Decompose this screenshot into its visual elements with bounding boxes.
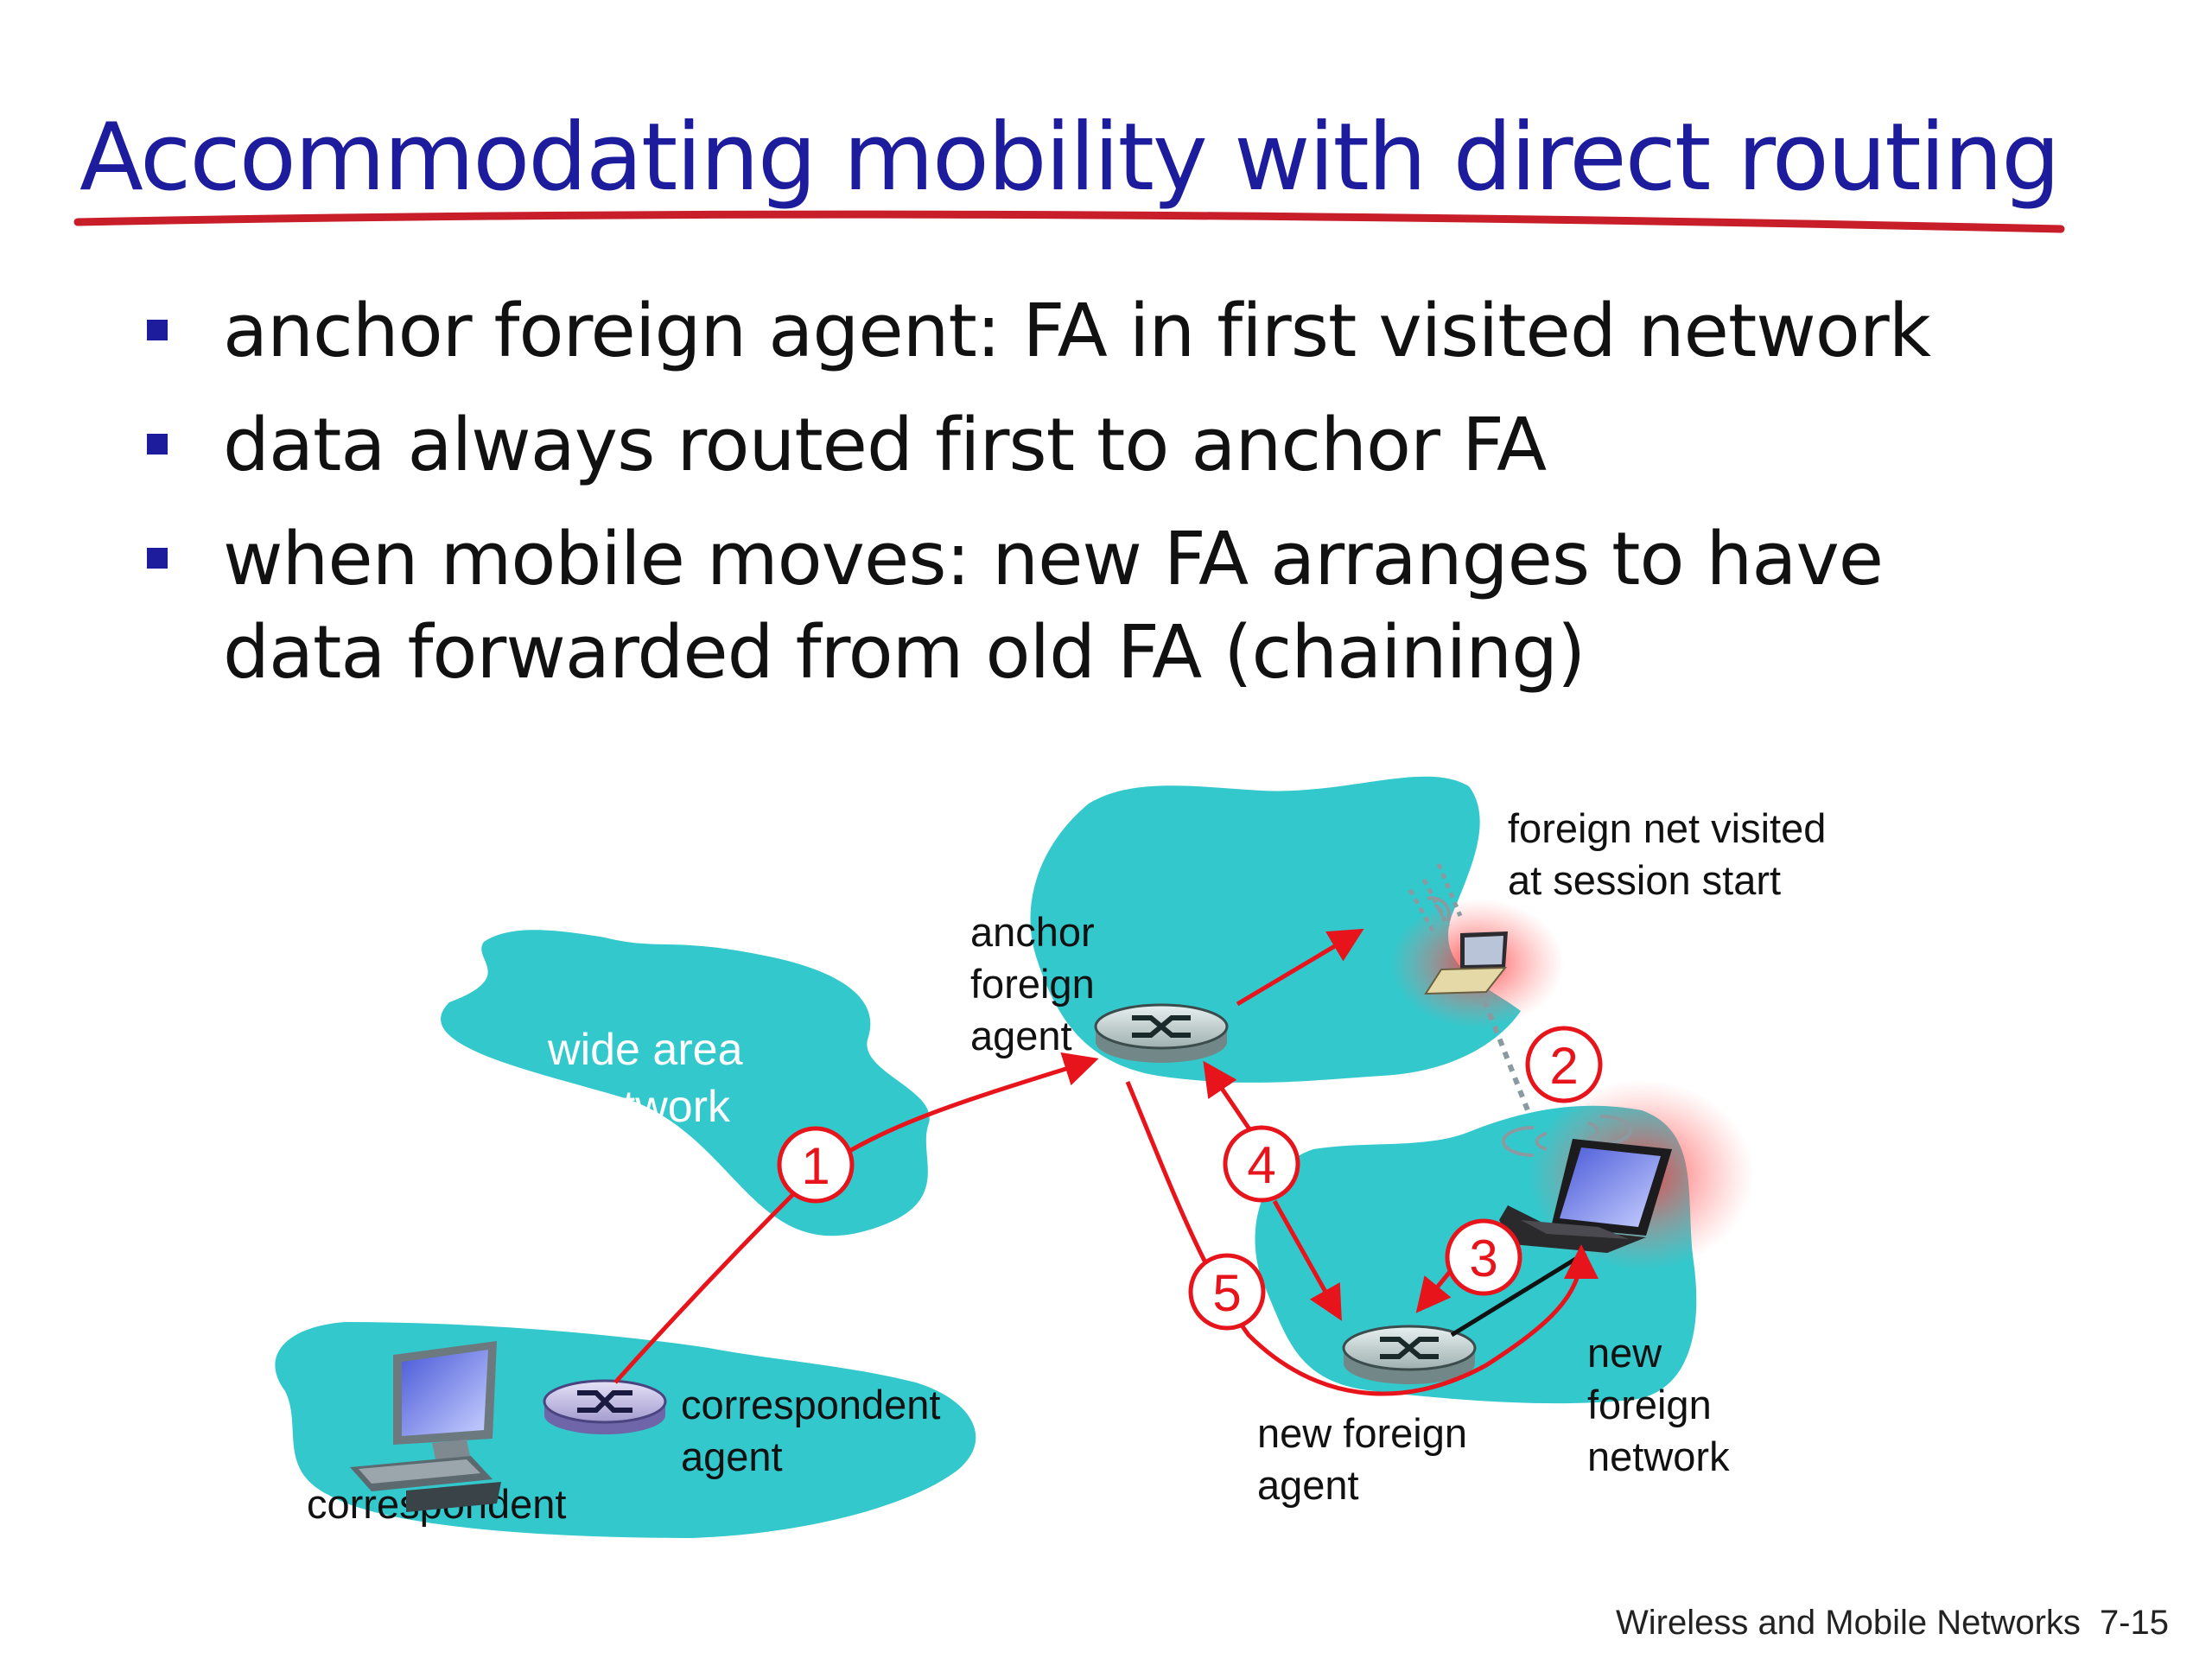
slide-footer: Wireless and Mobile Networks 7-15 — [1616, 1604, 2169, 1643]
bullet-text: when mobile moves: new FA arranges to ha… — [223, 517, 1884, 602]
new-foreign-agent-router-icon — [1342, 1325, 1477, 1384]
new-mobile-laptop-icon — [1499, 1139, 1672, 1253]
svg-text:2: 2 — [1549, 1037, 1578, 1095]
new-fa-wireless-link — [1450, 1250, 1587, 1338]
bullet-item: anchor foreign agent: FA in first visite… — [138, 285, 1931, 378]
correspondent-agent-router-icon — [543, 1379, 667, 1434]
wan-label: wide area network — [547, 1025, 755, 1132]
step-3-marker: 3 — [1445, 1218, 1522, 1296]
desktop-computer-icon — [350, 1341, 501, 1512]
svg-text:5: 5 — [1212, 1264, 1241, 1322]
svg-text:1: 1 — [801, 1137, 830, 1195]
arrow-5-forward-to-new-mobile — [1125, 1081, 1599, 1396]
bullet-marker — [147, 548, 168, 569]
footer-text: Wireless and Mobile Networks — [1615, 1604, 2081, 1642]
slide-title: Accommodating mobility with direct routi… — [79, 104, 2061, 212]
step-5-marker: 5 — [1188, 1253, 1266, 1331]
anchor-foreign-agent-label: anchor foreign agent — [970, 909, 1106, 1058]
anchor-foreign-agent-router-icon — [1094, 1003, 1229, 1063]
bullet-item: data always routed first to anchor FA — [138, 399, 1930, 493]
bullet-text-continued: data forwarded from old FA (chaining) — [223, 610, 1586, 696]
step-1-marker: 1 — [777, 1126, 855, 1204]
wireless-signal-icon — [1427, 896, 1632, 1157]
arrow-4-to-new-fa — [1272, 1199, 1342, 1321]
new-foreign-network-label: new foreign network — [1587, 1330, 1730, 1479]
bullet-text: anchor foreign agent: FA in first visite… — [223, 289, 1931, 374]
bullet-item: when mobile moves: new FA arranges to ha… — [138, 513, 1930, 700]
arrow-anchor-to-old-mobile — [1236, 928, 1364, 1007]
correspondent-agent-label: correspondent agent — [681, 1382, 952, 1479]
bullet-text: data always routed first to anchor FA — [223, 403, 1547, 488]
wireless-signal-icon — [1408, 863, 1463, 935]
bullet-marker — [147, 320, 168, 340]
page-number: 7-15 — [2099, 1604, 2169, 1642]
step-2-marker: 2 — [1525, 1026, 1603, 1103]
old-mobile-laptop-icon — [1424, 931, 1508, 995]
new-foreign-agent-label: new foreign agent — [1257, 1410, 1478, 1508]
bullet-list: anchor foreign agent: FA in first visite… — [138, 285, 1931, 721]
title-underline — [73, 210, 2065, 233]
foreign-net-visited-label: foreign net visited at session start — [1508, 805, 1837, 903]
bullet-marker — [147, 434, 168, 454]
wireless-link-dashed — [1482, 999, 1532, 1116]
step-4-marker: 4 — [1223, 1125, 1300, 1203]
svg-text:3: 3 — [1469, 1230, 1497, 1287]
svg-text:4: 4 — [1247, 1136, 1275, 1194]
